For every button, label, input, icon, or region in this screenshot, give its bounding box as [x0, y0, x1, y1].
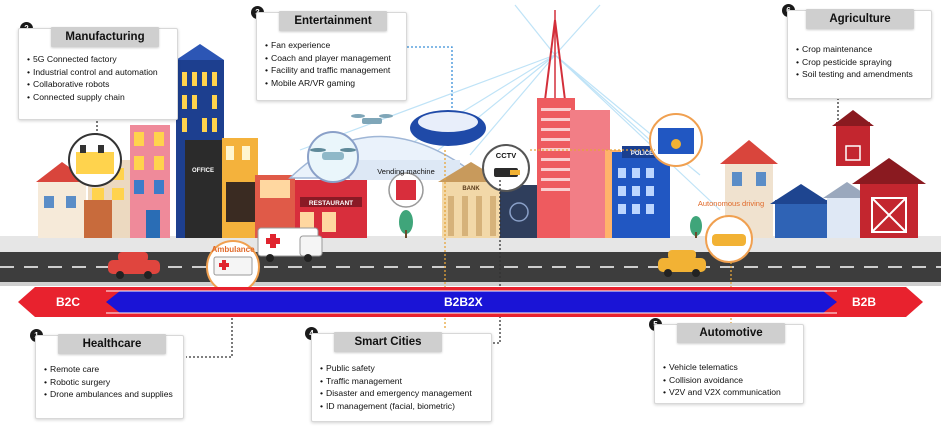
drone-icon: [351, 114, 393, 124]
sidewalk: [0, 236, 941, 254]
manufacturing-list: 5G Connected factory Industrial control …: [27, 53, 173, 103]
list-item: Vehicle telematics: [663, 361, 803, 374]
list-item: Collision avoidance: [663, 374, 803, 387]
automotive-card: Automotive Vehicle telematics Collision …: [654, 323, 804, 404]
bank-sign: BANK: [462, 186, 480, 192]
list-item: Traffic management: [320, 375, 492, 388]
trees: [399, 210, 702, 238]
list-item: Crop pesticide spraying: [796, 56, 931, 69]
b2b2x-label: B2B2X: [444, 295, 483, 309]
cctv-callout: [482, 144, 530, 192]
b2c-label: B2C: [56, 295, 81, 309]
list-item: Drone ambulances and supplies: [44, 388, 182, 401]
list-item: Industrial control and automation: [27, 66, 173, 79]
automotive-title: Automotive: [677, 323, 785, 343]
list-item: 5G Connected factory: [27, 53, 173, 66]
entertainment-drone-callout: [307, 131, 359, 183]
list-item: ID management (facial, biometric): [320, 400, 492, 413]
list-item: Disaster and emergency management: [320, 387, 492, 400]
list-item: V2V and V2X communication: [663, 386, 803, 399]
autonomous-callout: [705, 215, 753, 263]
office-sign: OFFICE: [192, 168, 214, 174]
list-item: Connected supply chain: [27, 91, 173, 104]
healthcare-card: Healthcare Remote care Robotic surgery D…: [35, 334, 184, 419]
cctv-label: CCTV: [496, 151, 516, 160]
police-callout: [649, 113, 703, 167]
list-item: Facility and traffic management: [265, 64, 405, 77]
agriculture-card: Agriculture Crop maintenance Crop pestic…: [787, 9, 932, 99]
red-tower: [537, 10, 621, 238]
list-item: Remote care: [44, 363, 182, 376]
entertainment-title: Entertainment: [279, 11, 387, 31]
list-item: Crop maintenance: [796, 43, 931, 56]
automotive-list: Vehicle telematics Collision avoidance V…: [663, 361, 803, 399]
entertainment-list: Fan experience Coach and player manageme…: [265, 39, 405, 89]
vending-machine-label: Vending machine: [377, 167, 435, 176]
yellow-car: [658, 250, 706, 277]
smart-cities-list: Public safety Traffic management Disaste…: [320, 362, 492, 412]
entertainment-card: Entertainment Fan experience Coach and p…: [256, 11, 407, 101]
b2b2x-band: [106, 291, 837, 313]
restaurant-sign: RESTAURANT: [309, 200, 353, 207]
police-station: POLICE: [612, 146, 670, 238]
smart-cities-title: Smart Cities: [334, 332, 442, 352]
office-building: OFFICE: [185, 138, 295, 238]
ambulance-label: Ambulance: [211, 245, 255, 254]
list-item: Soil testing and amendments: [796, 68, 931, 81]
manufacturing-card: Manufacturing 5G Connected factory Indus…: [18, 27, 178, 120]
ambulance-vehicle: [257, 227, 323, 262]
manufacturing-title: Manufacturing: [51, 27, 159, 47]
list-item: Fan experience: [265, 39, 405, 52]
autonomous-driving-label: Autonomous driving: [698, 199, 764, 208]
healthcare-title: Healthcare: [58, 334, 166, 354]
red-car: [108, 252, 160, 279]
bank: BANK: [438, 162, 538, 238]
smart-cities-card: Smart Cities Public safety Traffic manag…: [311, 332, 492, 422]
list-item: Collaborative robots: [27, 78, 173, 91]
list-item: Mobile AR/VR gaming: [265, 77, 405, 90]
agriculture-list: Crop maintenance Crop pesticide spraying…: [796, 43, 931, 81]
agriculture-title: Agriculture: [806, 9, 914, 29]
list-item: Coach and player management: [265, 52, 405, 65]
healthcare-list: Remote care Robotic surgery Drone ambula…: [44, 363, 182, 401]
b2b-label: B2B: [852, 295, 877, 309]
vending-callout: [388, 172, 424, 208]
list-item: Public safety: [320, 362, 492, 375]
right-houses: [720, 110, 926, 238]
manufacturing-callout-circle: [68, 133, 122, 187]
police-sign: POLICE: [631, 151, 653, 157]
list-item: Robotic surgery: [44, 376, 182, 389]
